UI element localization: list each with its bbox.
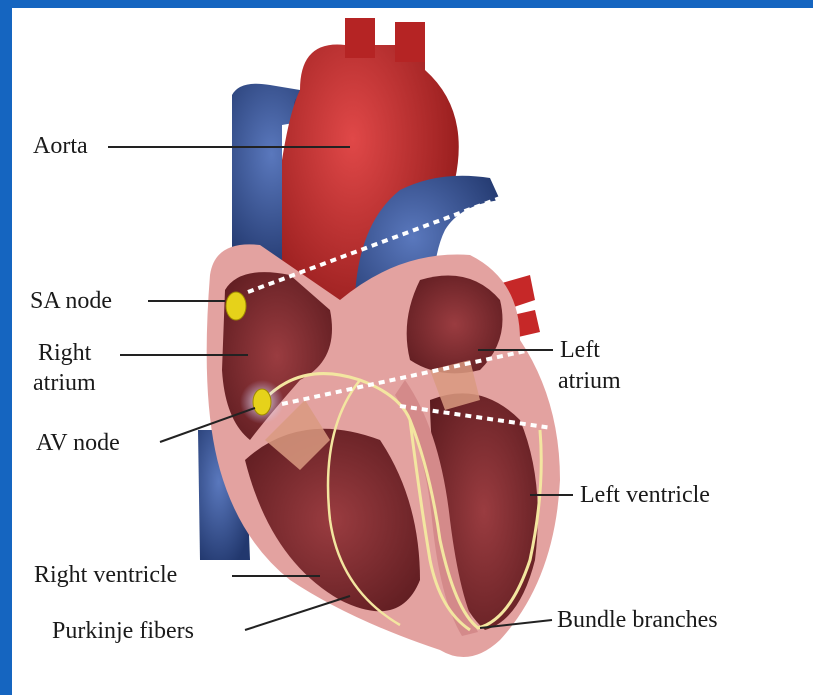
label-right-atrium-line1: Right bbox=[38, 340, 91, 366]
sa-node bbox=[226, 292, 246, 320]
leader-purkinje bbox=[245, 596, 350, 630]
label-left-atrium-line2: atrium bbox=[558, 368, 621, 394]
label-bundle-branches: Bundle branches bbox=[557, 607, 718, 633]
label-aorta: Aorta bbox=[33, 133, 88, 159]
label-right-atrium-line2: atrium bbox=[33, 370, 96, 396]
label-left-ventricle: Left ventricle bbox=[580, 482, 710, 508]
aortic-branch-1 bbox=[345, 18, 375, 58]
av-node bbox=[253, 389, 271, 415]
label-sa-node: SA node bbox=[30, 288, 112, 314]
aortic-branch-2 bbox=[395, 22, 425, 62]
label-left-atrium-line1: Left bbox=[560, 337, 600, 363]
label-purkinje-fibers: Purkinje fibers bbox=[52, 618, 194, 644]
label-av-node: AV node bbox=[36, 430, 120, 456]
label-right-ventricle: Right ventricle bbox=[34, 562, 177, 588]
